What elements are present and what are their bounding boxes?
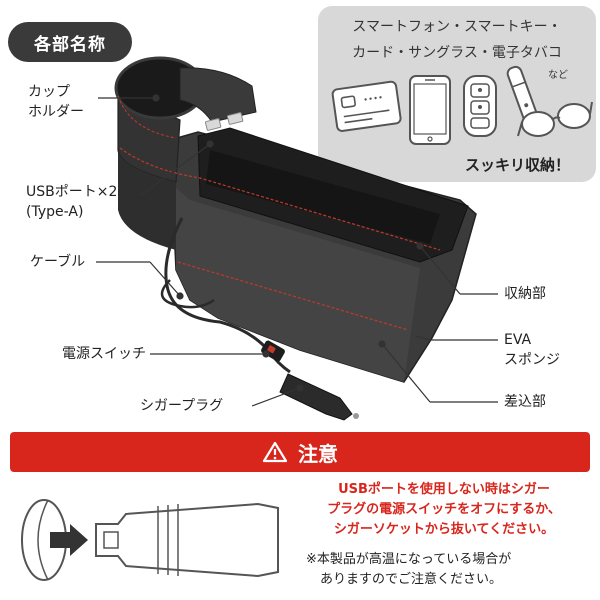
- caution-title: 注意: [298, 441, 338, 466]
- tidy-storage-text: スッキリ収納！: [464, 156, 570, 174]
- card-icon: [331, 80, 402, 132]
- plug-removal-illustration: [21, 499, 279, 581]
- leader-lines: [96, 94, 498, 407]
- storage-items-bubble: スマートフォン・スマートキー・ カード・サングラス・電子タバコ など: [318, 6, 596, 182]
- caution-main-text: USBポートを使用しない時はシガー プラグの電源スイッチをオフにするか、 シガー…: [296, 480, 592, 540]
- usb-port-label-2: (Type-A): [26, 204, 84, 220]
- cup-holder-label-2: ホルダー: [28, 104, 84, 120]
- caution-line-2: プラグの電源スイッチをオフにするか、: [327, 502, 561, 517]
- smartphone-icon: [409, 75, 451, 145]
- warning-triangle-icon: [262, 441, 288, 463]
- cup-holder-label-1: カップ: [28, 84, 70, 100]
- eva-sponge-label: EVA スポンジ: [504, 330, 560, 370]
- eva-label-2: スポンジ: [504, 352, 560, 368]
- parts-names-tag: 各部名称: [8, 22, 132, 62]
- usb-port-label: USBポート×2 (Type-A): [26, 182, 117, 222]
- caution-line-3: シガーソケットから抜いてください。: [333, 522, 555, 537]
- usb-port-1: [204, 118, 222, 131]
- cable-label: ケーブル: [30, 254, 86, 270]
- eva-label-1: EVA: [504, 332, 532, 348]
- arrow-right-icon: [50, 524, 88, 556]
- cup-holder-label: カップ ホルダー: [28, 82, 84, 122]
- storage-label: 収納部: [504, 286, 546, 302]
- stored-items-icons: [331, 65, 593, 145]
- usb-port-label-1: USBポート×2: [26, 184, 118, 200]
- caution-note: ※本製品が高温になっている場合が ありますのでご注意ください。: [306, 550, 596, 590]
- parts-names-label: 各部名称: [34, 34, 106, 55]
- caution-note-line-2: ありますのでご注意ください。: [320, 572, 503, 587]
- caution-line-1: USBポートを使用しない時はシガー: [338, 482, 550, 497]
- usb-port-2: [226, 112, 244, 125]
- cigar-plug-label: シガープラグ: [140, 398, 224, 414]
- product-illustration: [96, 56, 498, 421]
- caution-note-line-1: ※本製品が高温になっている場合が: [306, 552, 512, 567]
- caution-bar: 注意: [10, 432, 590, 472]
- items-etc: など: [548, 70, 568, 81]
- sunglasses-icon: [517, 101, 593, 137]
- smart-key-icon: [463, 75, 497, 137]
- power-switch-label: 電源スイッチ: [62, 346, 146, 362]
- organizer-front-face: [176, 188, 420, 382]
- items-line-2: カード・サングラス・電子タバコ: [352, 45, 562, 61]
- cigar-plug: [279, 373, 353, 421]
- items-line-1: スマートフォン・スマートキー・: [352, 19, 562, 35]
- insert-part-label: 差込部: [504, 394, 546, 410]
